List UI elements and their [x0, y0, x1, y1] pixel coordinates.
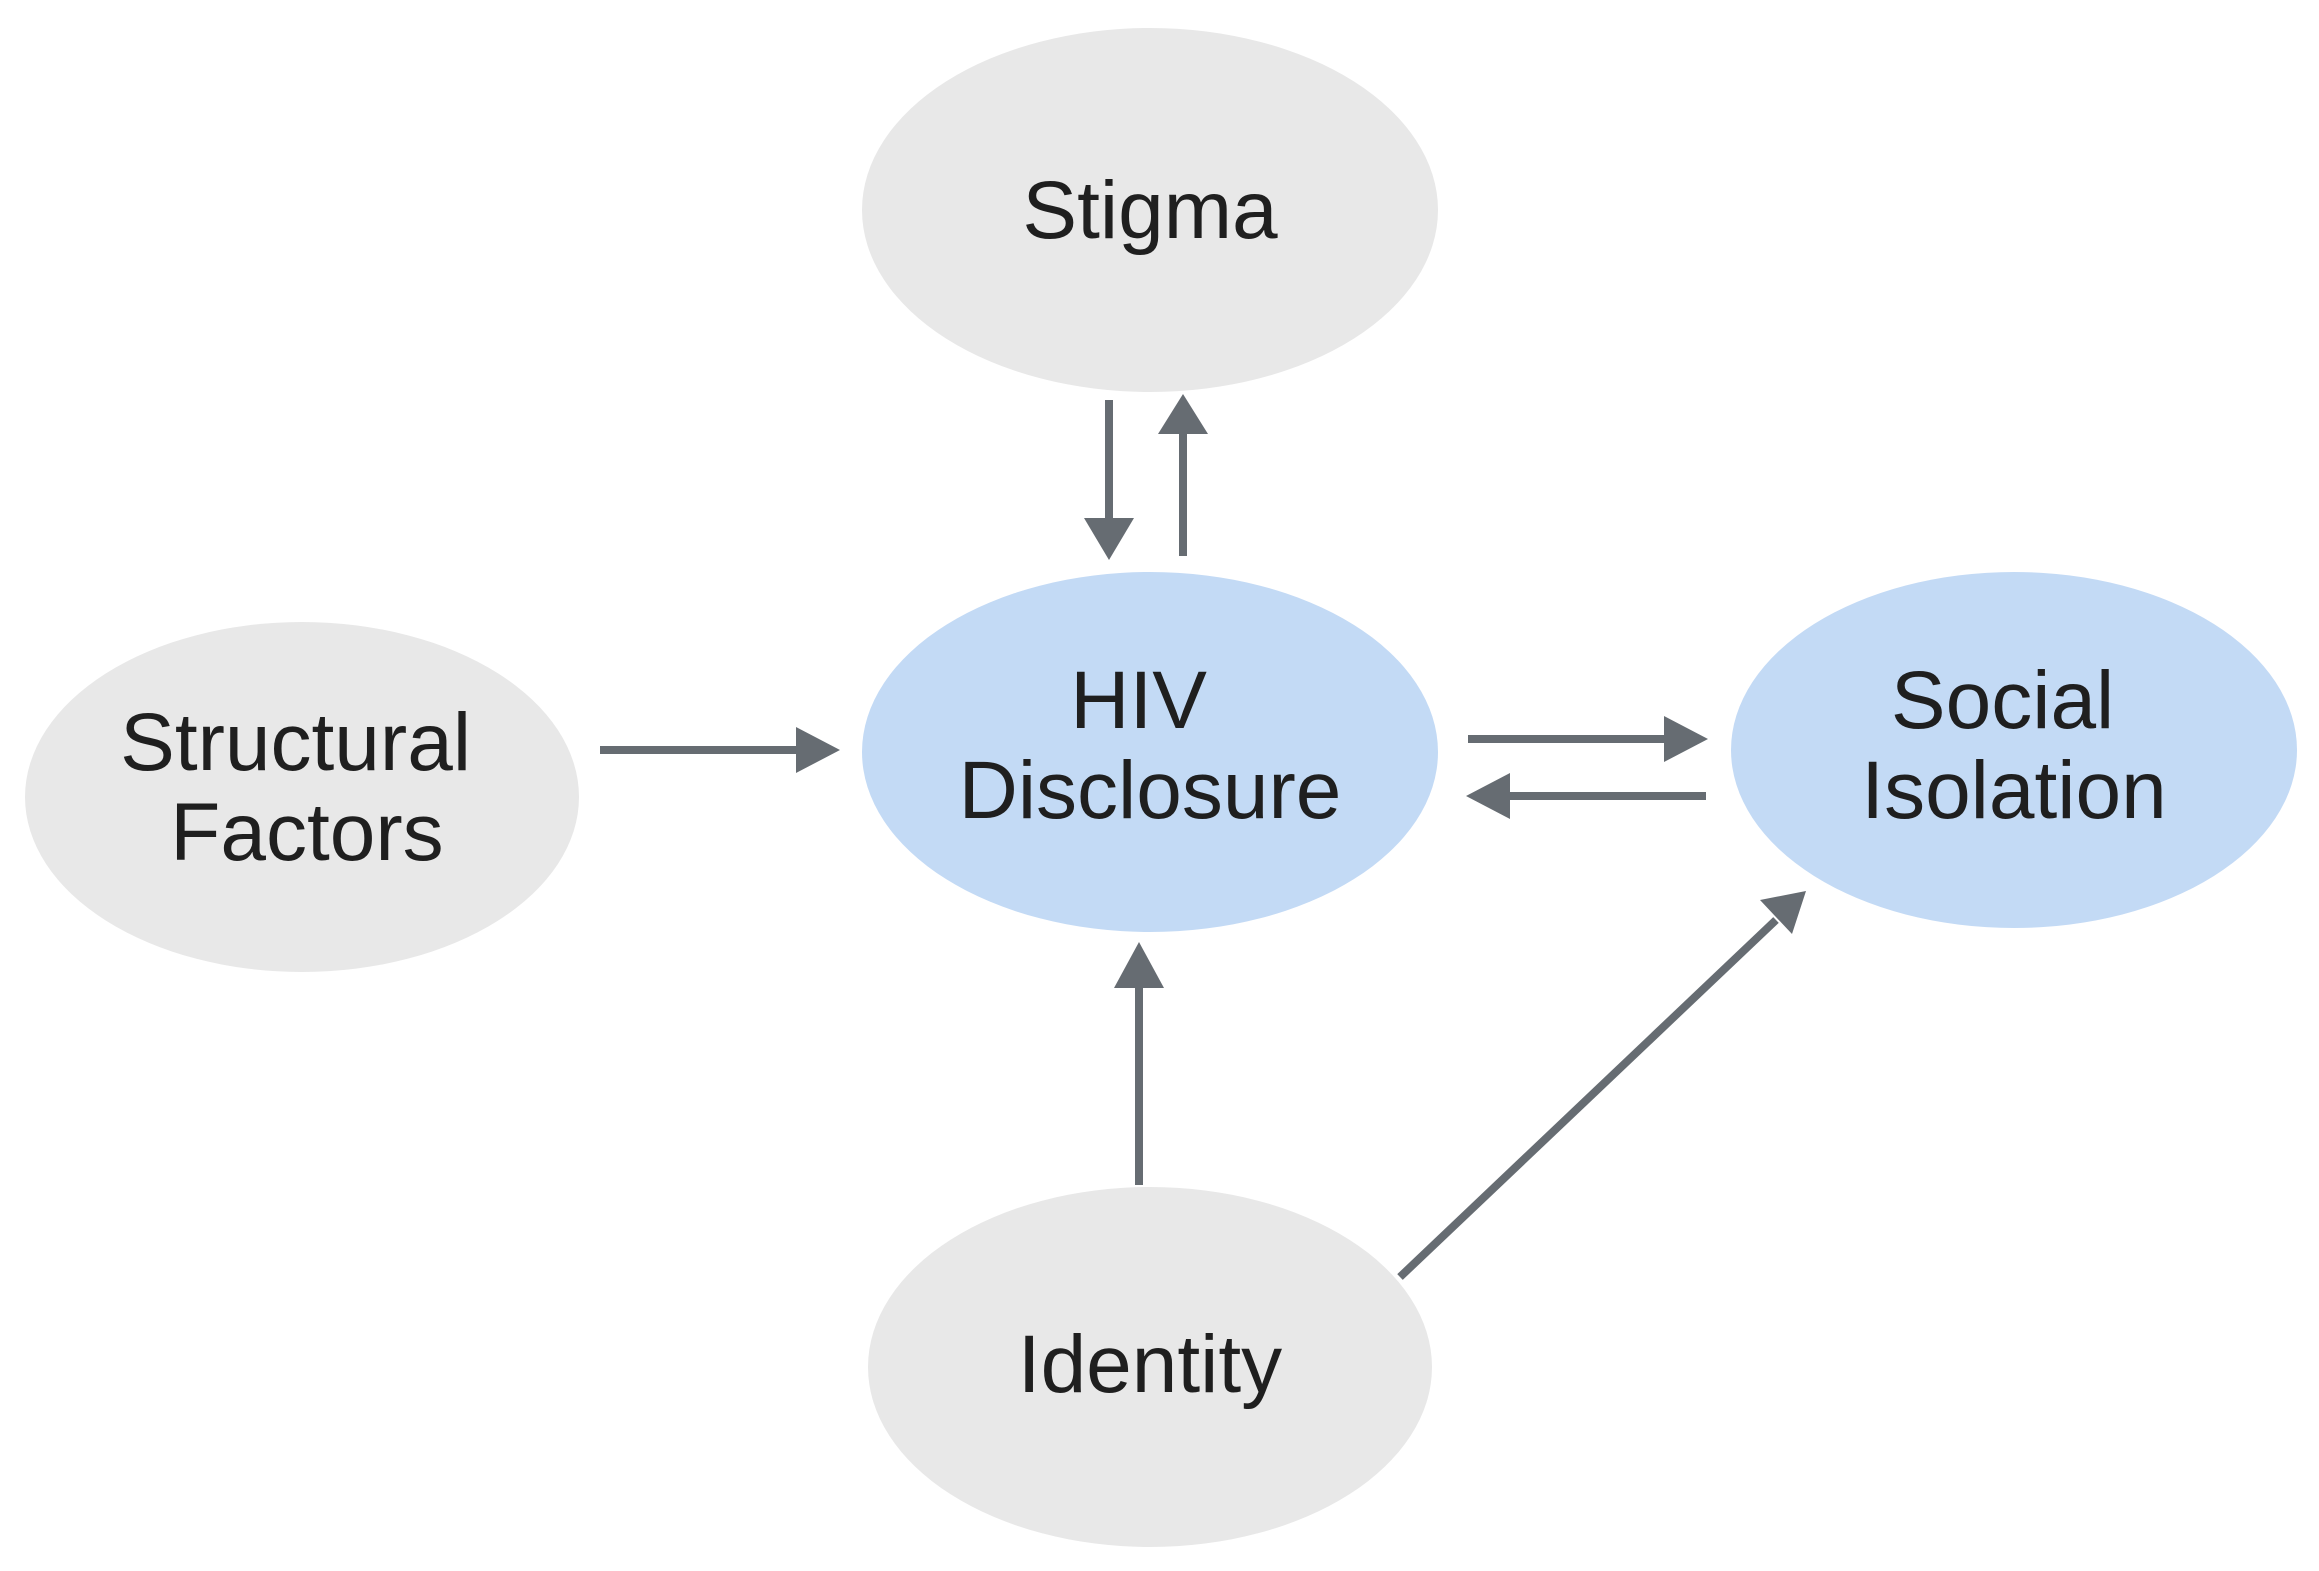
edge-structural-factors-to-hiv-disclosure-arrowhead — [796, 727, 840, 773]
edge-structural-factors-to-hiv-disclosure — [600, 727, 840, 773]
edge-identity-to-social-isolation-line — [1397, 917, 1779, 1280]
svg-text:HIV Disclosure: HIV Disclosure — [959, 655, 1342, 836]
edge-social-isolation-to-hiv-disclosure-arrowhead — [1466, 773, 1510, 819]
node-stigma-shape — [862, 28, 1438, 392]
svg-text:Stigma: Stigma — [1022, 165, 1278, 256]
node-structural-factors-label-line-2: Factors — [170, 787, 443, 878]
node-social-isolation: Social Isolation — [1731, 572, 2297, 928]
node-structural-factors-label-line-1: Structural — [120, 697, 471, 788]
node-stigma: Stigma — [862, 28, 1438, 392]
node-social-isolation-shape — [1731, 572, 2297, 928]
edge-identity-to-social-isolation — [1397, 891, 1806, 1280]
node-hiv-disclosure-label-line-2: Disclosure — [959, 745, 1342, 836]
node-hiv-disclosure-shape — [862, 572, 1438, 932]
node-hiv-disclosure-label-line-1: HIV — [1070, 655, 1207, 746]
node-identity: Identity — [868, 1187, 1432, 1547]
node-structural-factors-shape — [25, 622, 579, 972]
edge-social-isolation-to-hiv-disclosure — [1466, 773, 1706, 819]
edge-hiv-disclosure-to-social-isolation — [1468, 716, 1708, 762]
edge-stigma-to-hiv-disclosure — [1084, 400, 1134, 560]
edge-stigma-to-hiv-disclosure-arrowhead — [1084, 518, 1134, 560]
edge-hiv-disclosure-to-social-isolation-arrowhead — [1664, 716, 1708, 762]
svg-text:Social Isolation: Social Isolation — [1861, 655, 2166, 836]
node-structural-factors: Structural Factors — [25, 622, 579, 972]
edge-identity-to-social-isolation-arrowhead — [1760, 891, 1806, 934]
node-social-isolation-label-line-1: Social — [1891, 655, 2114, 746]
edge-identity-to-hiv-disclosure — [1114, 942, 1164, 1185]
svg-text:Structural Factors: Structural Factors — [120, 697, 494, 878]
node-stigma-label: Stigma — [1022, 165, 1278, 256]
node-identity-shape — [868, 1187, 1432, 1547]
edge-identity-to-hiv-disclosure-arrowhead — [1114, 942, 1164, 988]
node-identity-label: Identity — [1018, 1319, 1282, 1410]
node-social-isolation-label-line-2: Isolation — [1861, 745, 2166, 836]
svg-text:Identity: Identity — [1018, 1319, 1282, 1410]
edge-hiv-disclosure-to-stigma-arrowhead — [1158, 394, 1208, 434]
node-hiv-disclosure: HIV Disclosure — [862, 572, 1438, 932]
edge-hiv-disclosure-to-stigma — [1158, 394, 1208, 556]
